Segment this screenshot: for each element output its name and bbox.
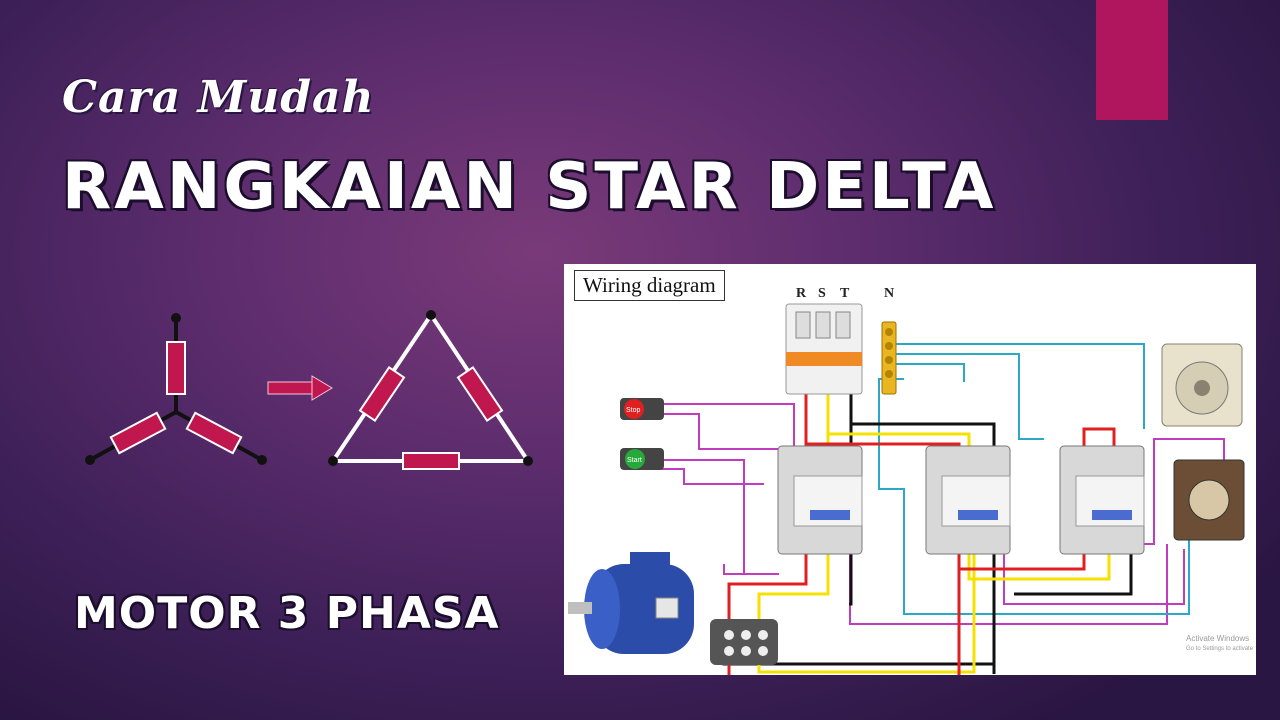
wiring-canvas: Stop Start	[568, 303, 1245, 675]
phase-s-label: S	[818, 286, 826, 301]
contactor-star	[1059, 445, 1145, 555]
star-connection-icon	[85, 313, 267, 465]
start-button-device: Start	[620, 448, 664, 470]
wiring-diagram-label: Wiring diagram	[574, 270, 725, 301]
stop-button-device: Stop	[620, 398, 664, 420]
phase-t-label: T	[840, 286, 850, 301]
contactor-delta	[925, 445, 1011, 555]
timer-relay-icon	[1161, 343, 1243, 427]
wiring-diagram: Stop Start	[564, 264, 1256, 675]
phase-r-label: R	[796, 286, 807, 301]
activation-watermark: Activate Windows Go to Settings to activ…	[1186, 634, 1253, 654]
motor-terminal-block	[710, 619, 778, 665]
connection-symbols	[85, 310, 533, 470]
mcb-breaker	[785, 303, 863, 395]
motor-icon	[568, 552, 694, 654]
start-label: Start	[627, 457, 642, 464]
page-title: RANGKAIAN STAR DELTA	[62, 150, 997, 224]
accent-block	[1096, 0, 1168, 120]
kicker-text: Cara Mudah	[62, 72, 375, 123]
stop-label: Stop	[626, 407, 641, 414]
watermark-line1: Activate Windows	[1186, 634, 1250, 643]
delta-connection-icon	[328, 310, 533, 470]
arrow-right-icon	[267, 375, 333, 401]
subtitle-text: MOTOR 3 PHASA	[74, 588, 500, 639]
watermark-line2: Go to Settings to activate	[1186, 646, 1254, 652]
neutral-label: N	[884, 286, 895, 301]
contactor-main	[777, 445, 863, 555]
relay-socket	[1173, 459, 1245, 541]
neutral-busbar	[881, 321, 897, 395]
